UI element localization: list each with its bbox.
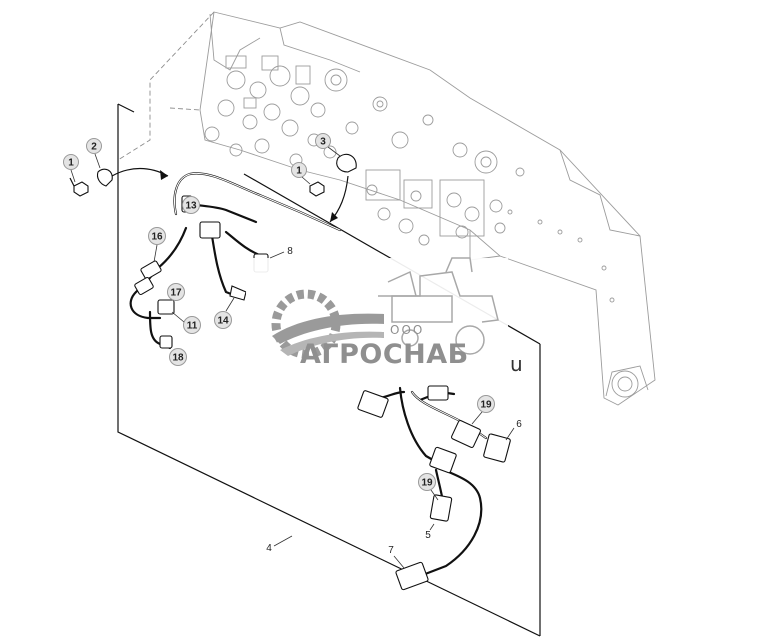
callout-5-label: 5: [425, 530, 431, 541]
callout-18: 18: [169, 348, 187, 366]
callout-19: 19: [471, 395, 495, 425]
callout-4-label: 4: [266, 543, 272, 554]
callout-19b: 19: [418, 473, 439, 501]
pulley-detail: [605, 365, 649, 398]
callout-3-label: 3: [320, 137, 326, 148]
callout-7: 7: [388, 545, 405, 569]
agrosnab-watermark: ООО АГРОСНАБ u: [246, 257, 523, 384]
watermark-tail: u: [510, 352, 523, 376]
callout-8: 8: [269, 246, 293, 259]
callout-16-label: 16: [151, 232, 163, 243]
clamp-3: [336, 153, 357, 173]
watermark-brand: АГРОСНАБ: [300, 339, 469, 370]
callout-19b-label: 19: [421, 478, 433, 489]
background-frame-assembly: [117, 11, 656, 406]
bolt-1a: [69, 177, 89, 197]
callout-2-label: 2: [91, 142, 97, 153]
pointer-arrows: [111, 167, 349, 223]
callout-4: 4: [266, 535, 293, 554]
callout-13: 13: [182, 196, 200, 214]
callout-8-label: 8: [287, 246, 293, 257]
callout-1a-label: 1: [68, 158, 74, 169]
callout-1a: 1: [63, 154, 79, 183]
callout-5: 5: [425, 523, 435, 541]
callout-6-label: 6: [516, 419, 522, 430]
upper-harness: [129, 172, 342, 350]
callout-1b-label: 1: [296, 166, 302, 177]
gear-logo-icon: [271, 289, 384, 359]
callout-2: 2: [86, 138, 102, 169]
callout-14: 14: [214, 297, 235, 329]
callout-13-label: 13: [185, 201, 197, 212]
callout-1b: 1: [291, 162, 311, 185]
callout-6: 6: [505, 419, 522, 441]
callout-19-label: 19: [480, 400, 492, 411]
callout-7-label: 7: [388, 545, 394, 556]
clip-2: [96, 168, 113, 187]
callout-3: 3: [315, 133, 341, 157]
callout-17: 17: [167, 283, 185, 301]
lower-harness: [357, 385, 511, 591]
bolt-1b: [309, 181, 325, 197]
callout-11-label: 11: [187, 321, 198, 332]
callout-11: 11: [171, 311, 201, 334]
callout-14-label: 14: [217, 316, 229, 327]
callout-17-label: 17: [170, 288, 182, 299]
callout-18-label: 18: [172, 353, 184, 364]
callout-16: 16: [148, 227, 166, 263]
watermark-company-type: ООО: [390, 323, 424, 337]
harvester-icon: [378, 257, 499, 355]
